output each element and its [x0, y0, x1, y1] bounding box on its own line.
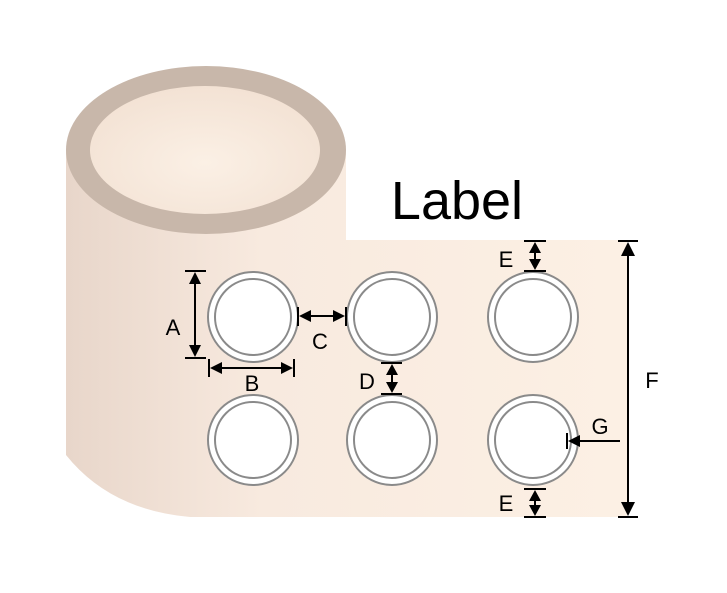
roll-core: [90, 86, 320, 214]
label-grid: [207, 271, 579, 486]
label-circle: [207, 271, 299, 363]
dimension-d: D: [359, 362, 402, 395]
dimension-f: F: [618, 240, 659, 518]
dimension-e-bottom-label: E: [499, 491, 514, 516]
label-circle: [346, 394, 438, 486]
label-circle: [487, 394, 579, 486]
dimension-b: B: [208, 359, 295, 396]
dimension-f-label: F: [645, 368, 658, 393]
label-circle: [487, 271, 579, 363]
dimension-e-top-label: E: [499, 247, 514, 272]
diagram-title: Label: [391, 171, 523, 231]
dimension-a: A: [166, 270, 206, 359]
dimension-c-label: C: [312, 329, 328, 354]
dimension-c: C: [297, 307, 347, 354]
dimension-g: G: [566, 414, 620, 449]
roll-body: [66, 150, 627, 517]
dimension-g-label: G: [591, 414, 608, 439]
dimension-e-top: E: [499, 240, 546, 272]
dimension-a-label: A: [166, 315, 181, 340]
dimension-d-label: D: [359, 369, 375, 394]
dimension-e-bottom: E: [499, 488, 546, 518]
label-circle: [346, 271, 438, 363]
label-circle: [207, 394, 299, 486]
dimension-b-label: B: [245, 371, 260, 396]
